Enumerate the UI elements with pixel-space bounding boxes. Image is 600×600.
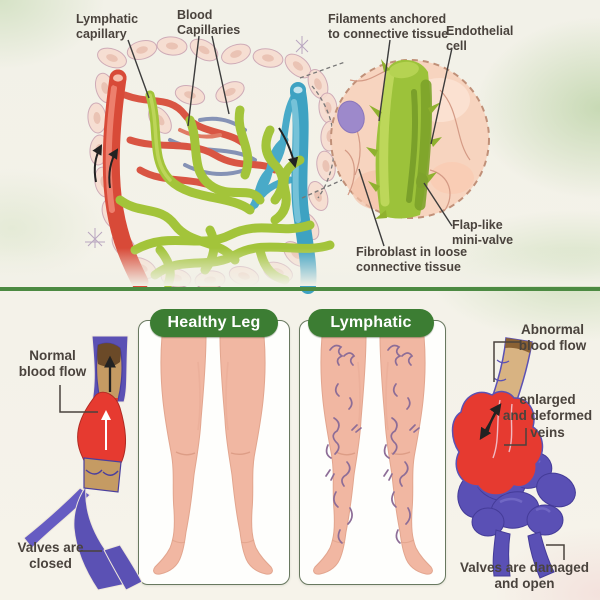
label-normal-blood-flow: Normal blood flow — [18, 348, 87, 380]
fibroblast-nucleus — [337, 100, 365, 134]
label-enlarged-veins: enlarged and deformed veins — [502, 392, 593, 440]
lymph-capillary-tube — [366, 59, 442, 219]
capillary-network — [85, 34, 341, 294]
label-fibroblast: Fibroblast in loose connective tissue — [356, 245, 468, 275]
label-endothelial-cell: Endothelial cell — [446, 24, 514, 54]
abnormal-vein-diagram — [451, 337, 576, 579]
label-abnormal-blood-flow: Abnormal blood flow — [518, 322, 587, 354]
label-valves-damaged: Valves are damaged and open — [459, 560, 590, 592]
label-valves-closed: Valves are closed — [17, 540, 84, 572]
label-flap-mini-valve: Flap-like mini-valve — [452, 218, 514, 248]
label-filaments-anchored: Filaments anchored to connective tissue — [328, 12, 449, 42]
mini-valve-flap — [416, 172, 429, 189]
label-lymphatic-capillary: Lymphatic capillary — [76, 12, 139, 42]
top-leader-lines — [127, 35, 453, 247]
label-blood-capillaries: Blood Capillaries — [177, 8, 241, 38]
magnifier-circle — [299, 59, 490, 219]
lymphatic-leg-panel — [299, 320, 446, 585]
healthy-leg-panel — [138, 320, 290, 585]
healthy-leg-badge: Healthy Leg — [150, 309, 278, 337]
lymphatic-badge: Lymphatic — [308, 309, 434, 337]
section-divider — [0, 287, 600, 291]
tissue-cells — [85, 34, 341, 291]
